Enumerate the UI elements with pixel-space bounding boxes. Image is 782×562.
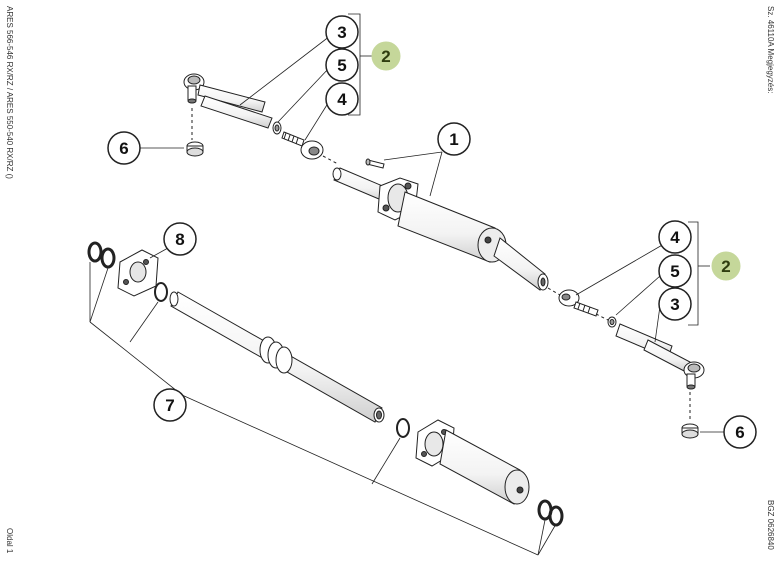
castle-nut-right [681,423,699,439]
svg-text:6: 6 [119,139,128,158]
callout-4-lower: 4 [658,220,692,254]
svg-text:6: 6 [735,423,744,442]
callout-4-upper: 4 [325,82,359,116]
tie-rod-end-right [643,339,705,390]
svg-text:7: 7 [165,396,174,415]
svg-text:5: 5 [670,262,679,281]
svg-text:4: 4 [670,228,680,247]
callout-3-lower: 3 [658,287,692,321]
lower-tie-rod-assembly [558,289,705,439]
svg-text:2: 2 [721,257,730,276]
svg-text:3: 3 [670,295,679,314]
callout-2-lower-group: 2 [711,251,741,281]
svg-text:8: 8 [175,230,184,249]
callout-5-lower: 5 [658,254,692,288]
callout-2-upper-group: 2 [371,41,401,71]
upper-tie-rod-assembly [183,73,339,165]
callout-1: 1 [437,122,471,156]
svg-text:3: 3 [337,23,346,42]
inner-tie-rod-right [558,289,599,317]
callout-7: 7 [153,388,187,422]
seal-kit-assembly [87,241,564,527]
steering-cylinder [332,158,561,296]
svg-text:2: 2 [381,47,390,66]
svg-text:1: 1 [449,130,458,149]
castle-nut-left [186,141,204,157]
callout-3-upper: 3 [325,15,359,49]
svg-text:4: 4 [337,90,347,109]
inner-tie-rod-left [281,131,324,160]
callout-5-upper: 5 [325,48,359,82]
leader-lines [89,13,724,556]
callout-6-lower: 6 [723,415,757,449]
adjusting-tube-left [200,95,273,129]
callout-6-upper: 6 [107,131,141,165]
tie-rod-end-left [183,73,266,113]
callout-8: 8 [163,222,197,256]
svg-text:5: 5 [337,56,346,75]
